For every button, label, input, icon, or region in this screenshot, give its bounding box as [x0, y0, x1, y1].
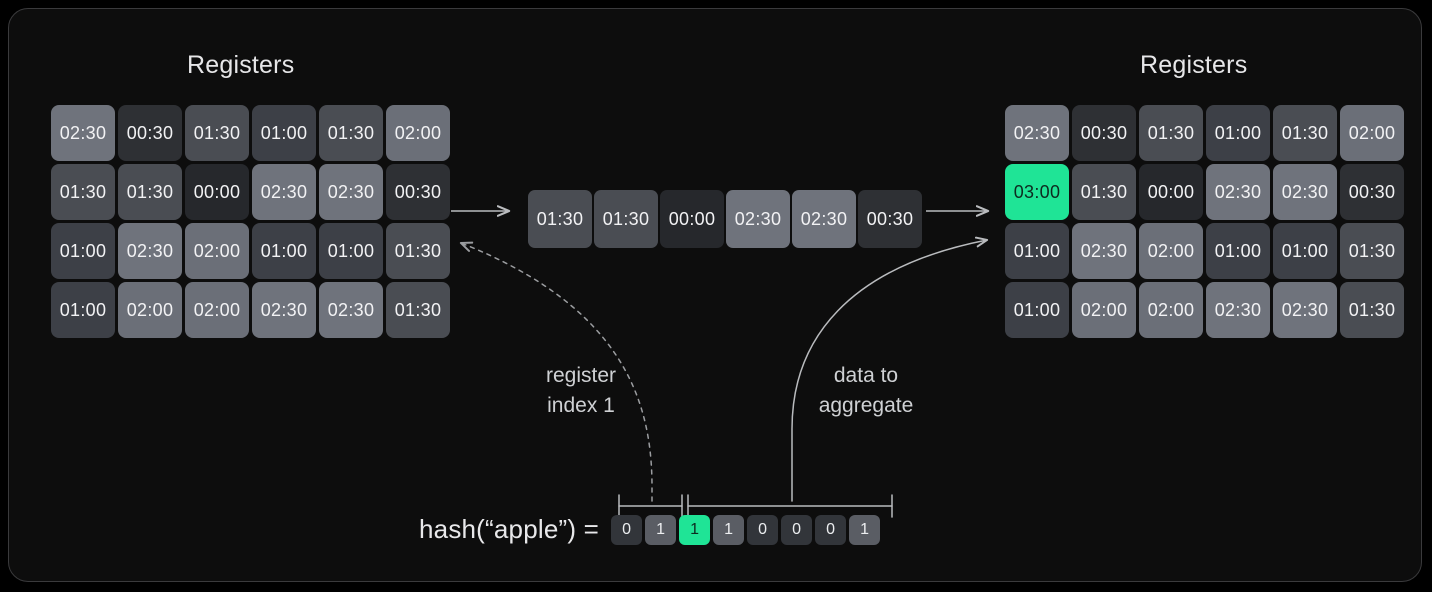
hash-bit-0: 0	[611, 514, 643, 545]
caption-register-index-line2: index 1	[547, 394, 615, 417]
register-cell-right-2-5: 01:30	[1340, 223, 1404, 279]
hash-bit-5: 0	[781, 514, 813, 545]
caption-data-aggregate-line1: data to	[833, 364, 899, 387]
register-cell-left-2-0: 01:00	[51, 223, 115, 279]
center-register-cell-1: 01:30	[594, 190, 658, 248]
register-cell-left-0-1: 00:30	[118, 105, 182, 161]
center-register-cell-3: 02:30	[726, 190, 790, 248]
register-cell-left-0-2: 01:30	[185, 105, 249, 161]
hash-bit-1: 1	[645, 514, 677, 545]
register-cell-left-1-5: 00:30	[386, 164, 450, 220]
register-cell-right-2-2: 02:00	[1139, 223, 1203, 279]
caption-register-index-line1: register	[545, 364, 617, 387]
register-cell-right-3-0: 01:00	[1005, 282, 1069, 338]
register-cell-left-1-1: 01:30	[118, 164, 182, 220]
register-cell-right-0-0: 02:30	[1005, 105, 1069, 161]
caption-data-to-aggregate: data to aggregate	[801, 361, 931, 421]
register-cell-left-3-0: 01:00	[51, 282, 115, 338]
center-register-cell-2: 00:00	[660, 190, 724, 248]
register-cell-left-2-1: 02:30	[118, 223, 182, 279]
hash-bit-6: 0	[815, 514, 847, 545]
register-cell-right-3-2: 02:00	[1139, 282, 1203, 338]
register-cell-left-3-1: 02:00	[118, 282, 182, 338]
register-cell-right-3-1: 02:00	[1072, 282, 1136, 338]
register-cell-right-1-0: 03:00	[1005, 164, 1069, 220]
register-cell-left-1-4: 02:30	[319, 164, 383, 220]
register-cell-left-1-2: 00:00	[185, 164, 249, 220]
register-cell-left-2-2: 02:00	[185, 223, 249, 279]
caption-data-aggregate-line2: aggregate	[818, 394, 914, 417]
page-title-left: Registers	[187, 51, 295, 79]
center-register-cell-5: 00:30	[858, 190, 922, 248]
register-cell-right-2-0: 01:00	[1005, 223, 1069, 279]
register-cell-left-3-2: 02:00	[185, 282, 249, 338]
register-cell-right-0-2: 01:30	[1139, 105, 1203, 161]
register-cell-left-0-5: 02:00	[386, 105, 450, 161]
register-cell-right-0-4: 01:30	[1273, 105, 1337, 161]
register-cell-right-2-4: 01:00	[1273, 223, 1337, 279]
register-cell-right-1-4: 02:30	[1273, 164, 1337, 220]
page-title-right: Registers	[1140, 51, 1248, 79]
register-cell-left-3-5: 01:30	[386, 282, 450, 338]
register-cell-left-2-4: 01:00	[319, 223, 383, 279]
register-cell-right-2-1: 02:30	[1072, 223, 1136, 279]
register-cell-right-3-4: 02:30	[1273, 282, 1337, 338]
center-register-cell-4: 02:30	[792, 190, 856, 248]
register-cell-right-0-5: 02:00	[1340, 105, 1404, 161]
register-cell-right-1-1: 01:30	[1072, 164, 1136, 220]
register-cell-left-2-5: 01:30	[386, 223, 450, 279]
register-cell-left-2-3: 01:00	[252, 223, 316, 279]
hash-bit-4: 0	[747, 514, 779, 545]
register-cell-right-3-5: 01:30	[1340, 282, 1404, 338]
hash-bit-7: 1	[849, 514, 881, 545]
hash-bit-2: 1	[679, 514, 711, 545]
register-cell-left-3-4: 02:30	[319, 282, 383, 338]
register-cell-left-3-3: 02:30	[252, 282, 316, 338]
register-cell-left-1-0: 01:30	[51, 164, 115, 220]
register-cell-right-1-3: 02:30	[1206, 164, 1270, 220]
register-cell-left-0-3: 01:00	[252, 105, 316, 161]
register-cell-right-3-3: 02:30	[1206, 282, 1270, 338]
register-cell-right-1-2: 00:00	[1139, 164, 1203, 220]
register-cell-left-1-3: 02:30	[252, 164, 316, 220]
center-register-cell-0: 01:30	[528, 190, 592, 248]
caption-register-index: register index 1	[516, 361, 646, 421]
register-cell-right-0-1: 00:30	[1072, 105, 1136, 161]
register-cell-left-0-4: 01:30	[319, 105, 383, 161]
register-cell-right-1-5: 00:30	[1340, 164, 1404, 220]
register-cell-left-0-0: 02:30	[51, 105, 115, 161]
register-cell-right-0-3: 01:00	[1206, 105, 1270, 161]
register-cell-right-2-3: 01:00	[1206, 223, 1270, 279]
hash-label: hash(“apple”) =	[419, 514, 600, 544]
hash-bit-3: 1	[713, 514, 745, 545]
